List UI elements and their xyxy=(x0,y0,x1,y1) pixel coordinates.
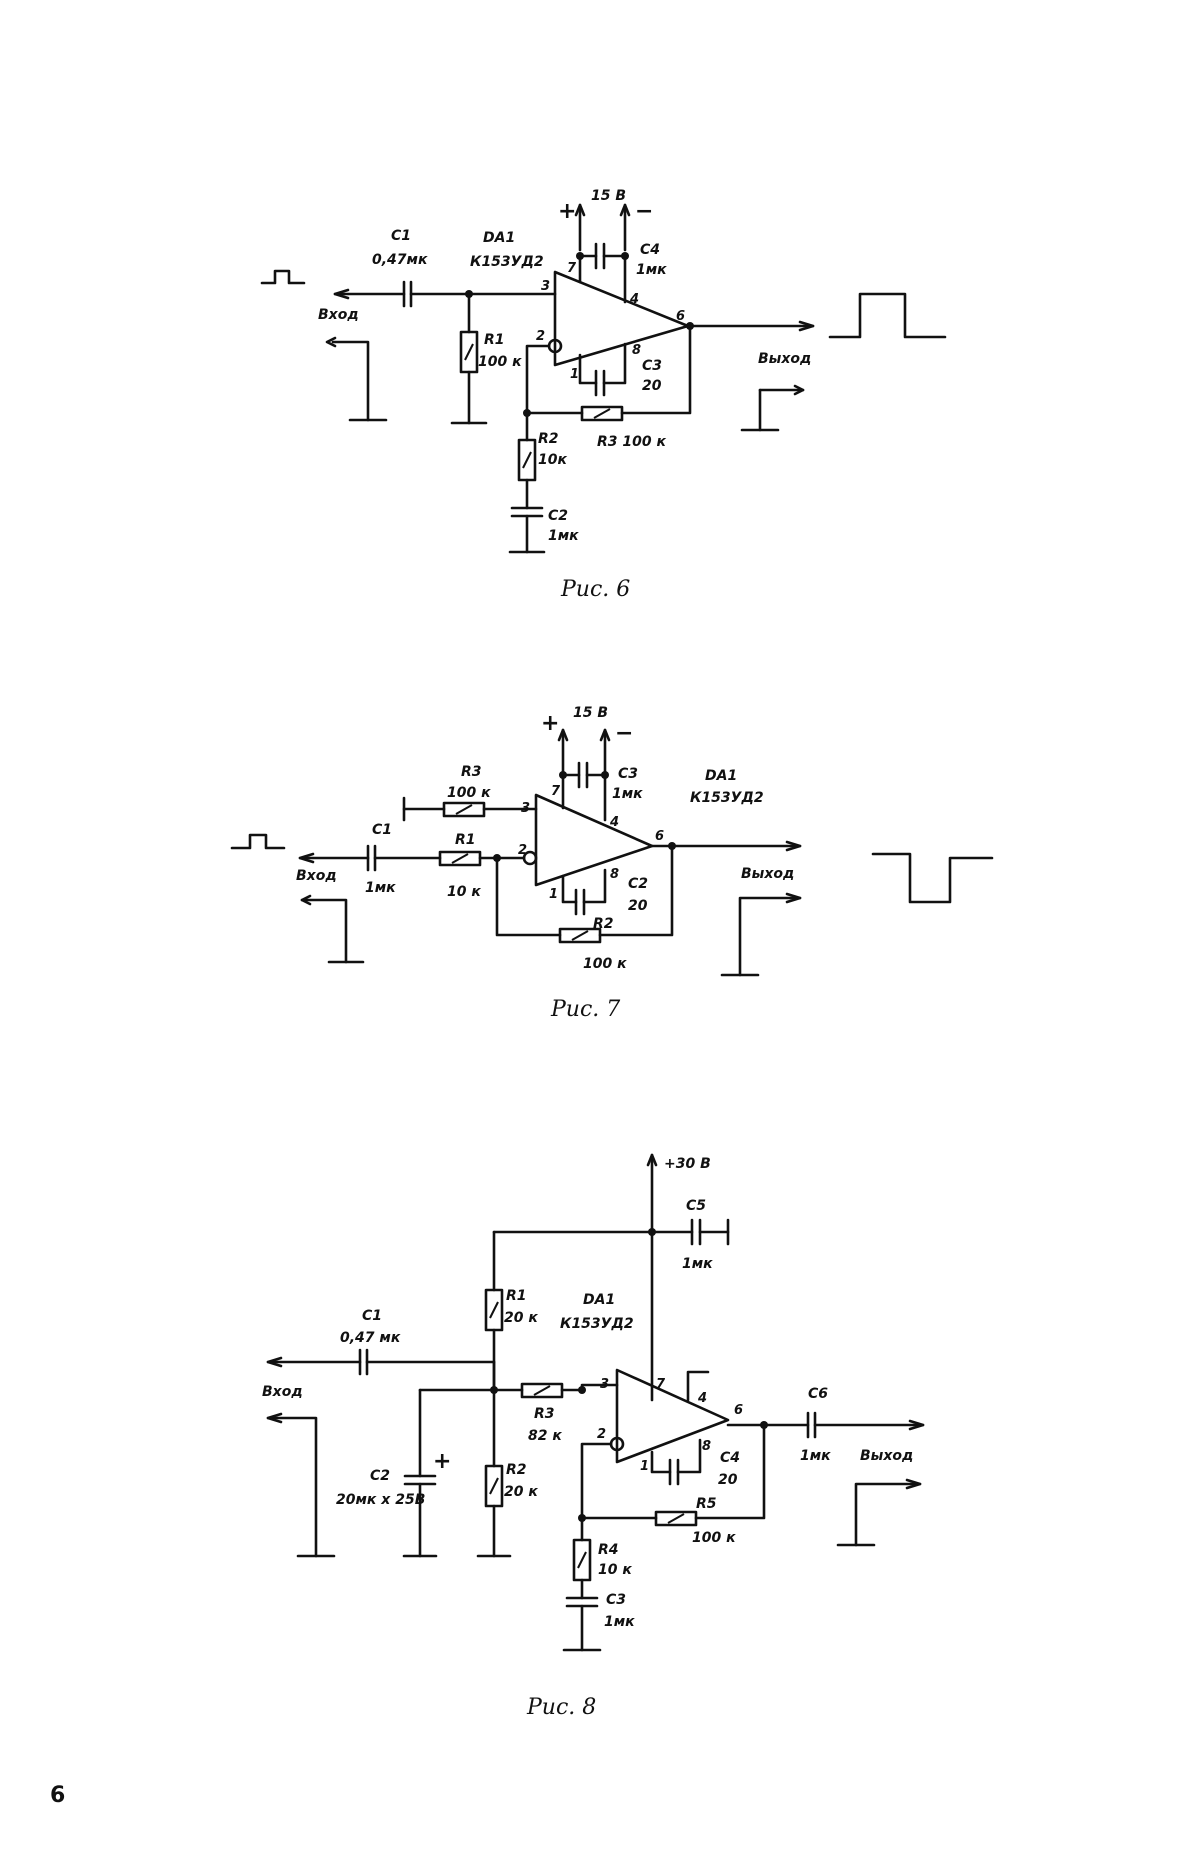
fig7-c3-name: C3 xyxy=(618,766,638,782)
fig7-r3-name: R3 xyxy=(461,764,482,780)
figure-7: + 15 В − R3 100 к C3 1мк DA1 К153УД2 C1 … xyxy=(232,705,992,1022)
fig7-pin-1: 1 xyxy=(549,887,558,902)
fig6-plus: + xyxy=(558,199,576,224)
fig7-caption: Рис. 7 xyxy=(550,997,620,1022)
fig6-pin-7: 7 xyxy=(567,261,577,276)
fig8-r1-value: 20 к xyxy=(504,1310,538,1326)
fig6-pin-2: 2 xyxy=(536,329,545,344)
fig6-caption: Рис. 6 xyxy=(560,577,630,602)
fig7-pin-7: 7 xyxy=(551,784,561,799)
fig7-r1-name: R1 xyxy=(455,832,476,848)
fig8-r3-name: R3 xyxy=(534,1406,555,1422)
fig7-da1-name: DA1 xyxy=(705,768,737,784)
fig7-pin-8: 8 xyxy=(610,867,619,882)
page-number: 6 xyxy=(50,1783,65,1808)
fig7-minus: − xyxy=(615,721,633,746)
fig6-c3-name: C3 xyxy=(642,358,662,374)
fig6-pin-6: 6 xyxy=(676,309,685,324)
fig7-da1-model: К153УД2 xyxy=(690,790,764,806)
fig7-r2-name: R2 xyxy=(593,916,614,932)
fig6-r1-value: 100 к xyxy=(478,354,522,370)
fig8-c2-name: C2 xyxy=(370,1468,390,1484)
fig6-c2-name: C2 xyxy=(548,508,568,524)
fig6-r2-name: R2 xyxy=(538,431,559,447)
fig6-c4-value: 1мк xyxy=(636,262,667,278)
fig8-pin-1: 1 xyxy=(640,1459,649,1474)
fig7-r3-value: 100 к xyxy=(447,785,491,801)
fig7-c1-value: 1мк xyxy=(365,880,396,896)
fig6-pin-1: 1 xyxy=(570,367,579,382)
fig8-r4-name: R4 xyxy=(598,1542,619,1558)
fig8-pin-4: 4 xyxy=(697,1391,707,1406)
fig8-c5-name: C5 xyxy=(686,1198,706,1214)
fig6-pin-8: 8 xyxy=(632,343,641,358)
fig8-r1-name: R1 xyxy=(506,1288,527,1304)
fig8-c4-value: 20 xyxy=(718,1472,738,1488)
fig8-r2-value: 20 к xyxy=(504,1484,538,1500)
fig6-da1-name: DA1 xyxy=(483,230,515,246)
fig6-input-label: Вход xyxy=(318,307,359,323)
fig7-supply: 15 В xyxy=(573,705,608,721)
fig8-da1-model: К153УД2 xyxy=(560,1316,634,1332)
fig7-pin-3: 3 xyxy=(521,801,530,816)
fig6-da1-model: К153УД2 xyxy=(470,254,544,270)
fig6-pin-3: 3 xyxy=(541,279,550,294)
fig7-r2-value: 100 к xyxy=(583,956,627,972)
fig6-r3-label: R3 100 к xyxy=(597,434,666,450)
fig7-c3-value: 1мк xyxy=(612,786,643,802)
fig8-c2-value: 20мк х 25В xyxy=(336,1492,425,1508)
fig8-input-label: Вход xyxy=(262,1384,303,1400)
fig6-minus: − xyxy=(635,199,653,224)
fig8-c3-name: C3 xyxy=(606,1592,626,1608)
fig8-pin-7: 7 xyxy=(656,1377,666,1392)
fig7-r1-value: 10 к xyxy=(447,884,481,900)
fig6-pin-4: 4 xyxy=(629,292,639,307)
fig7-pin-6: 6 xyxy=(655,829,664,844)
fig6-c4-name: C4 xyxy=(640,242,660,258)
fig7-c1-name: C1 xyxy=(372,822,392,838)
fig8-output-label: Выход xyxy=(860,1448,913,1464)
fig8-supply: +30 В xyxy=(664,1156,711,1172)
fig8-c4-name: C4 xyxy=(720,1450,740,1466)
fig8-c1-value: 0,47 мк xyxy=(340,1330,401,1346)
fig6-c1-value: 0,47мк xyxy=(372,252,428,268)
fig8-c6-name: C6 xyxy=(808,1386,828,1402)
fig7-plus: + xyxy=(541,711,559,736)
fig7-output-label: Выход xyxy=(741,866,794,882)
fig8-pin-6: 6 xyxy=(734,1403,743,1418)
fig7-c2-name: C2 xyxy=(628,876,648,892)
fig8-da1-name: DA1 xyxy=(583,1292,615,1308)
fig6-output-label: Выход xyxy=(758,351,811,367)
fig8-r4-value: 10 к xyxy=(598,1562,632,1578)
fig8-r5-value: 100 к xyxy=(692,1530,736,1546)
fig8-c3-value: 1мк xyxy=(604,1614,635,1630)
fig6-c2-value: 1мк xyxy=(548,528,579,544)
fig7-pin-2: 2 xyxy=(518,843,527,858)
fig8-r3-value: 82 к xyxy=(528,1428,562,1444)
fig8-pin-2: 2 xyxy=(597,1427,606,1442)
fig8-r2-name: R2 xyxy=(506,1462,527,1478)
fig8-c2-plus: + xyxy=(433,1449,451,1474)
fig7-input-label: Вход xyxy=(296,868,337,884)
fig6-r1-name: R1 xyxy=(484,332,505,348)
fig6-c3-value: 20 xyxy=(642,378,662,394)
fig6-r2-value: 10к xyxy=(538,452,567,468)
fig8-c6-value: 1мк xyxy=(800,1448,831,1464)
fig8-pin-8: 8 xyxy=(702,1439,711,1454)
fig6-supply: 15 В xyxy=(591,188,626,204)
figure-8: +30 В C5 1мк R1 20 к DA1 К153УД2 C1 0,47… xyxy=(262,1155,923,1720)
fig7-pin-4: 4 xyxy=(609,815,619,830)
fig7-c2-value: 20 xyxy=(628,898,648,914)
fig8-c5-value: 1мк xyxy=(682,1256,713,1272)
fig8-r5-name: R5 xyxy=(696,1496,717,1512)
fig6-c1-name: C1 xyxy=(391,228,411,244)
fig8-caption: Рис. 8 xyxy=(526,1695,596,1720)
figure-6: C1 0,47мк DA1 К153УД2 + 15 В − C4 1мк Вх… xyxy=(262,188,945,602)
fig8-pin-3: 3 xyxy=(600,1377,609,1392)
fig8-c1-name: C1 xyxy=(362,1308,382,1324)
